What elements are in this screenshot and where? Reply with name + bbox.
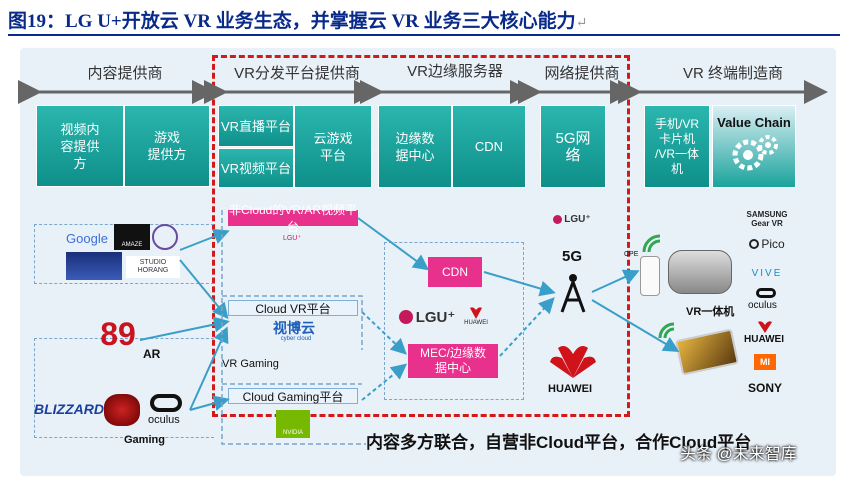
pico-ring-icon <box>749 239 760 249</box>
return-mark: ↵ <box>575 16 588 31</box>
cybercloud-sub: cyber cloud <box>280 336 312 342</box>
lgu-small-logo: LGU⁺ <box>282 235 302 242</box>
huawei-right-text: HUAWEI <box>744 334 784 345</box>
platform-group-lines <box>221 210 366 445</box>
label-ar: AR <box>143 347 161 361</box>
lgu-network-icon <box>553 214 563 224</box>
huawei-right-icon <box>758 321 772 333</box>
figure-title: 图19：LG U+开放云 VR 业务生态，并掌握云 VR 业务三大核心能力↵ <box>8 6 587 33</box>
header-terminal: VR 终端制造商 <box>682 65 783 82</box>
sony-logo: SONY <box>748 381 783 395</box>
box-game-provider: 游戏 提供方 <box>124 105 210 187</box>
header-edge-server: VR边缘服务器 <box>407 63 503 80</box>
edge-cdn-box: CDN <box>428 257 482 287</box>
box-terminals: 手机/VR 卡片机 /VR一体 机 <box>644 105 710 188</box>
oculus-ring-icon <box>150 394 182 412</box>
wifi-icon <box>642 234 661 253</box>
huawei-small-text: HUAWEI <box>464 320 488 326</box>
game-content-group <box>34 338 214 438</box>
cloud-gaming-platform: Cloud Gaming平台 <box>228 388 358 404</box>
title-rule <box>8 34 840 36</box>
nvidia-logo: NVIDIA <box>276 410 310 438</box>
label-vr-gaming: VR Gaming <box>222 358 279 370</box>
label-5g: 5G <box>562 248 583 265</box>
label-vr-all-in-one: VR一体机 <box>686 306 735 318</box>
oculus-text-left: oculus <box>148 414 180 426</box>
lgu-network-logo: LGU⁺ <box>550 212 594 226</box>
lgu-big-logo: LGU⁺ <box>398 306 456 328</box>
header-network: 网络提供商 <box>544 65 620 82</box>
box-value-chain: Value Chain <box>712 105 796 188</box>
box-cdn: CDN <box>452 105 526 188</box>
pico-text: Pico <box>761 237 785 251</box>
game-logo <box>104 394 140 426</box>
header-content-provider: 内容提供商 <box>87 65 163 82</box>
edge-group <box>384 242 524 400</box>
box-cloud-game-platform: 云游戏 平台 <box>294 105 372 188</box>
vive-logo: VIVE <box>751 267 783 279</box>
watermark: 头条 @未来智库 <box>680 446 797 463</box>
box-live-platform: VR直播平台 <box>218 105 294 147</box>
huawei-network-label: HUAWEI <box>548 383 592 395</box>
lgu-circle-icon <box>398 310 413 324</box>
box-vr-video-platform: VR视频平台 <box>218 148 294 188</box>
round-logo <box>152 224 178 250</box>
edge-mec-box: MEC/边缘数 据中心 <box>408 344 498 378</box>
value-chain-label: Value Chain <box>717 115 791 130</box>
box-5g-network: 5G网 络 <box>540 105 606 188</box>
google-logo: Google <box>66 230 108 246</box>
vr-headset-image <box>668 250 732 294</box>
navy-logo <box>66 252 122 280</box>
oculus-right-icon <box>756 288 776 298</box>
flow-arrows <box>139 217 680 411</box>
header-distribution: VR分发平台提供商 <box>234 65 360 82</box>
footer-summary: 内容多方联合，自营非Cloud平台，合作Cloud平台 <box>366 433 752 452</box>
pico-logo: Pico <box>744 236 790 252</box>
gears-icon <box>732 135 778 171</box>
cybercloud-logo: 视博云 <box>273 320 315 336</box>
amaze-logo: AMAZE <box>114 224 150 250</box>
cpe-label: CPE <box>624 251 639 258</box>
cloud-vr-platform: Cloud VR平台 <box>228 300 358 316</box>
logo-89: 89 <box>100 315 136 352</box>
box-edge-datacenter: 边缘数 据中心 <box>378 105 452 188</box>
samsung-gearvr-logo: SAMSUNG Gear VR <box>746 210 788 228</box>
blizzard-logo: BLIZZARD <box>34 401 104 417</box>
oculus-right-text: oculus <box>748 300 777 311</box>
mi-logo: MI <box>754 354 776 370</box>
studio-horang-logo: STUDIO HORANG <box>126 256 180 278</box>
box-video-provider: 视频内 容提供 方 <box>36 105 124 187</box>
cpe-device <box>640 256 660 296</box>
lgu-big-text: LGU⁺ <box>415 309 456 326</box>
huawei-logo-icon <box>550 346 596 378</box>
huawei-small-logo: HUAWEI <box>462 302 490 330</box>
title-text: 图19：LG U+开放云 VR 业务生态，并掌握云 VR 业务三大核心能力 <box>8 11 576 32</box>
label-gaming: Gaming <box>124 434 165 446</box>
huawei-petal-icon <box>470 307 482 319</box>
antenna-tower-icon <box>560 274 586 313</box>
